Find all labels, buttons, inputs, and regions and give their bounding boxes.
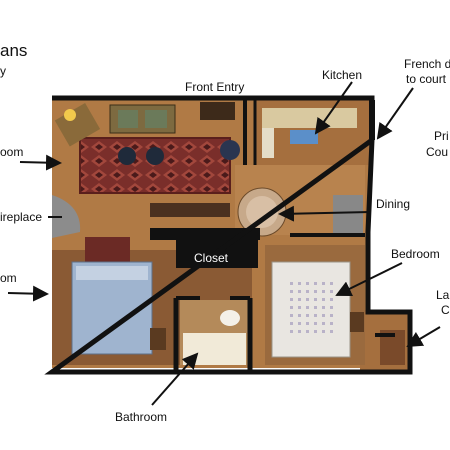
bed-right-quilt — [285, 278, 337, 333]
arrow-bathroom — [151, 352, 199, 406]
label-bedroom: Bedroom — [391, 247, 440, 261]
arrow-dining — [278, 205, 371, 222]
bathroom-area — [180, 300, 250, 365]
arrow-laundry — [406, 326, 441, 348]
arrow-kitchen — [314, 81, 353, 135]
label-closet: Closet — [194, 251, 229, 265]
label-private-line1: Pri — [434, 129, 449, 143]
arrow-bedroom — [335, 262, 403, 296]
label-laundry-line2: C — [441, 303, 450, 317]
label-dining: Dining — [376, 197, 411, 211]
label-fireplace: ireplace — [0, 210, 43, 224]
nightstand-left — [150, 328, 166, 350]
label-left-room: om — [0, 271, 17, 285]
label-private-line2: Cou — [426, 145, 449, 159]
label-front-entry: Front Entry — [185, 80, 245, 94]
arrow-living-room — [19, 154, 62, 171]
arrow-left-room — [7, 285, 49, 302]
kitchen-area — [262, 108, 357, 158]
plan-title: ans — [0, 41, 28, 60]
label-laundry-line1: La — [436, 288, 450, 302]
dining-cabinet — [333, 195, 363, 233]
living-room-furniture — [54, 102, 240, 217]
label-french-doors-line1: French d — [404, 57, 450, 71]
nightstand-right — [350, 312, 364, 332]
label-bathroom: Bathroom — [115, 410, 168, 424]
bed-left-pillow — [76, 266, 148, 280]
bedroom-left-rug — [85, 237, 130, 265]
walls — [44, 95, 413, 375]
pointer-arrows — [7, 81, 441, 406]
label-living-room: oom — [0, 145, 24, 159]
fireplace — [52, 195, 81, 238]
label-kitchen: Kitchen — [322, 68, 363, 82]
arrow-french-doors — [376, 87, 414, 140]
dining-table — [237, 187, 287, 237]
living-room-rug — [79, 137, 231, 194]
label-french-doors-line2: to court — [406, 72, 447, 86]
plan-subtitle: y — [0, 64, 6, 78]
